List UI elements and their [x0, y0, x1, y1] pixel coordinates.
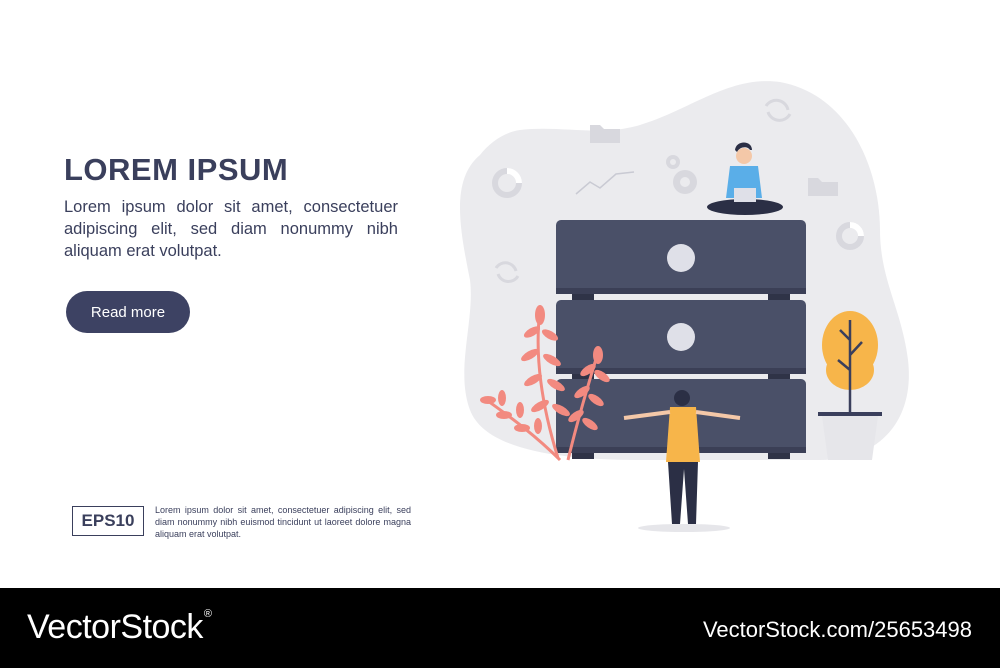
- vectorstock-logo: VectorStock®: [27, 608, 212, 647]
- read-more-button[interactable]: Read more: [66, 291, 190, 333]
- server-indicator: [667, 323, 695, 351]
- footer-bar: [0, 588, 1000, 668]
- person-with-laptop: [707, 142, 783, 215]
- eps10-badge: EPS10: [72, 506, 144, 536]
- gear-icon: [666, 155, 697, 194]
- badge-description: Lorem ipsum dolor sit amet, consectetuer…: [155, 505, 411, 539]
- folder-icon: [590, 125, 620, 143]
- image-credit: VectorStock.com/25653498: [702, 617, 972, 642]
- registered-mark: ®: [203, 608, 212, 620]
- sync-icon: [764, 98, 792, 122]
- server-illustration: [460, 81, 909, 532]
- page-title: LOREM IPSUM: [64, 152, 289, 187]
- coral-plant: [480, 305, 610, 462]
- potted-tree: [818, 311, 882, 460]
- sync-icon: [494, 261, 520, 283]
- server-indicator: [667, 244, 695, 272]
- hero-description: Lorem ipsum dolor sit amet, consectetuer…: [64, 198, 398, 260]
- brand-name: VectorStock: [27, 608, 203, 646]
- donut-chart-icon: [836, 222, 864, 250]
- line-chart-icon: [575, 171, 635, 195]
- donut-chart-icon: [492, 168, 522, 198]
- hero-section: LOREM IPSUM Lorem ipsum dolor sit amet, …: [64, 81, 909, 539]
- standing-person: [623, 390, 741, 532]
- folder-icon: [808, 178, 838, 196]
